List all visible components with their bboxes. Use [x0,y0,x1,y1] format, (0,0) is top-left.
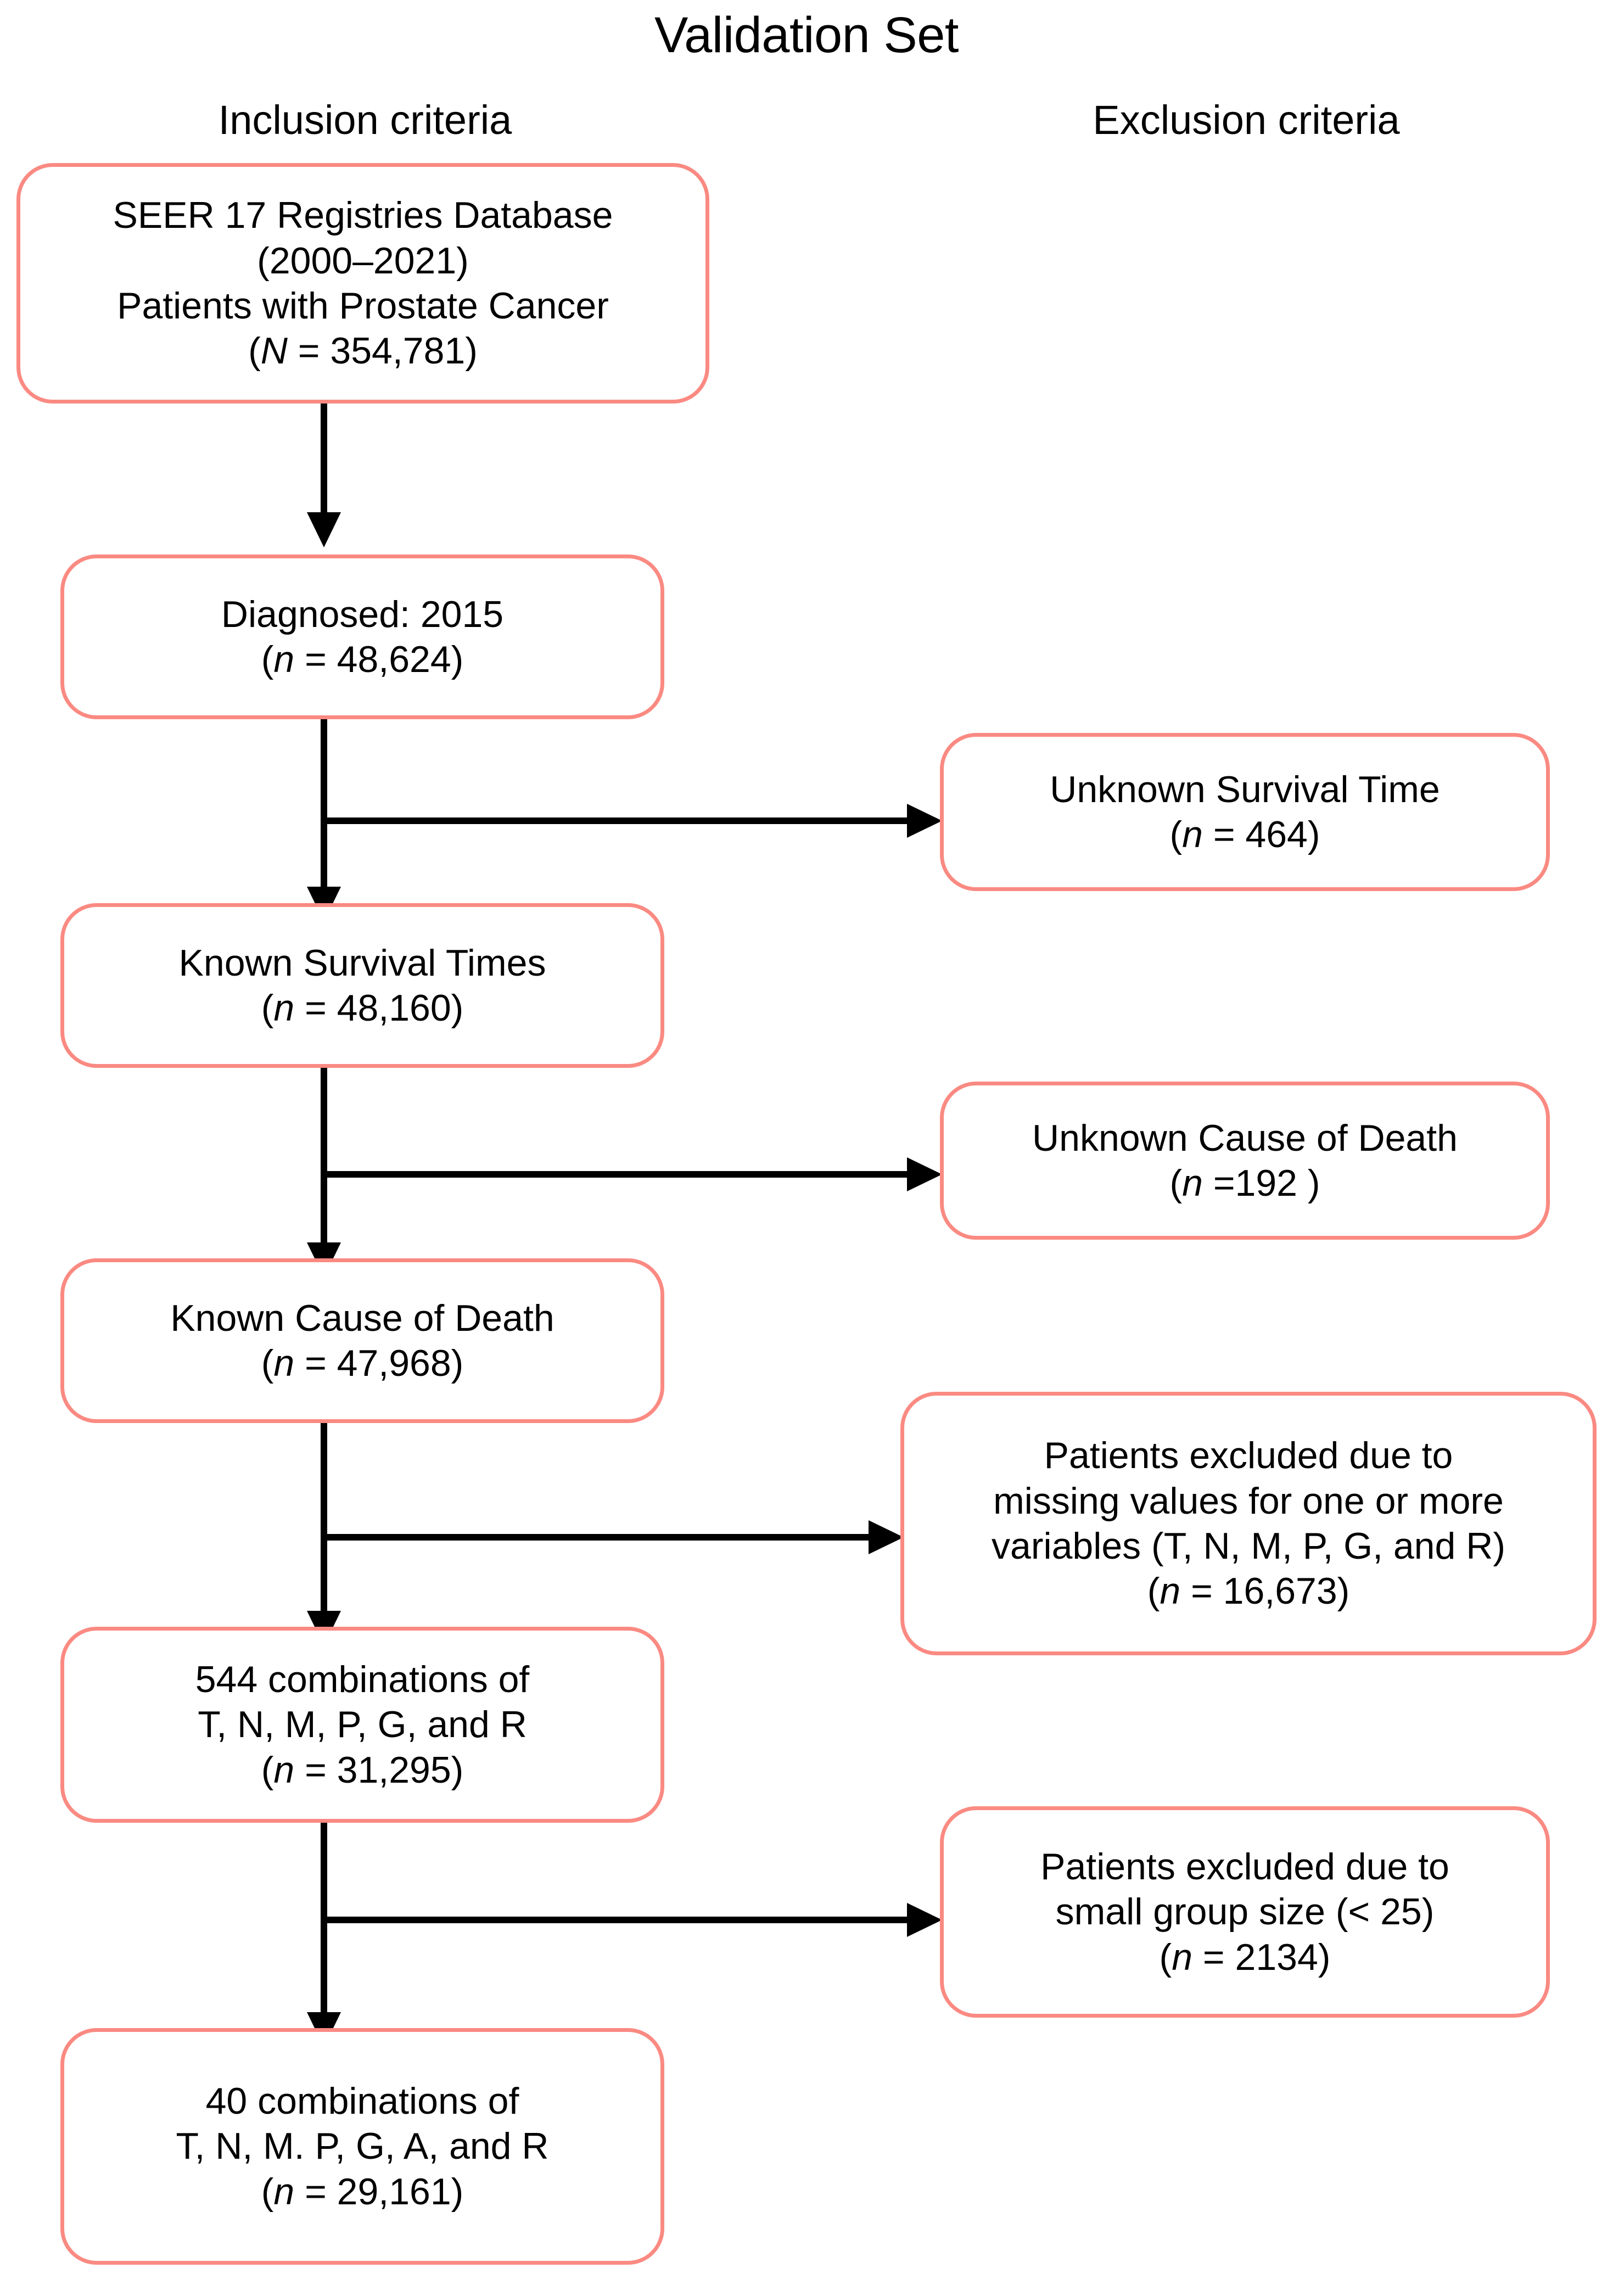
node-unknown-cause-of-death[interactable]: Unknown Cause of Death(n =192 ) [940,1082,1550,1240]
node-known-survival-times-text: Known Survival Times(n = 48,160) [178,942,546,1029]
connector-known-survival-trunk [321,1068,327,1242]
arrowhead-combinations-544-to-small-group [907,1903,942,1937]
node-known-cause-of-death-text: Known Cause of Death(n = 47,968) [170,1297,555,1384]
inclusion-criteria-header: Inclusion criteria [218,97,512,143]
connector-source-to-diagnosed [321,404,327,512]
connector-diagnosed-to-unknown-survival [321,817,907,824]
node-diagnosed-2015-text: Diagnosed: 2015(n = 48,624) [221,593,504,680]
connector-diagnosed-trunk [321,719,327,887]
connector-known-survival-to-unknown-cause [321,1171,907,1178]
node-diagnosed-2015[interactable]: Diagnosed: 2015(n = 48,624) [60,555,664,719]
node-source-cohort-text: SEER 17 Registries Database(2000–2021)Pa… [113,194,613,372]
node-known-survival-times[interactable]: Known Survival Times(n = 48,160) [60,903,664,1068]
arrowhead-diagnosed-to-unknown-survival [907,804,942,838]
arrowhead-known-cause-to-missing-values [869,1520,904,1554]
node-source-cohort[interactable]: SEER 17 Registries Database(2000–2021)Pa… [16,163,709,404]
exclusion-criteria-header: Exclusion criteria [1093,97,1400,143]
node-unknown-cause-of-death-text: Unknown Cause of Death(n =192 ) [1032,1117,1458,1204]
arrowhead-known-survival-to-unknown-cause [907,1157,942,1191]
connector-known-cause-trunk [321,1423,327,1611]
connector-combinations-544-to-small-group [321,1917,907,1923]
connector-known-cause-to-missing-values [321,1534,869,1541]
figure-title: Validation Set [654,7,959,63]
arrowhead-source-to-diagnosed [307,512,341,547]
node-unknown-survival-time-text: Unknown Survival Time(n = 464) [1050,768,1440,855]
node-unknown-survival-time[interactable]: Unknown Survival Time(n = 464) [940,733,1550,891]
node-known-cause-of-death[interactable]: Known Cause of Death(n = 47,968) [60,1258,664,1423]
